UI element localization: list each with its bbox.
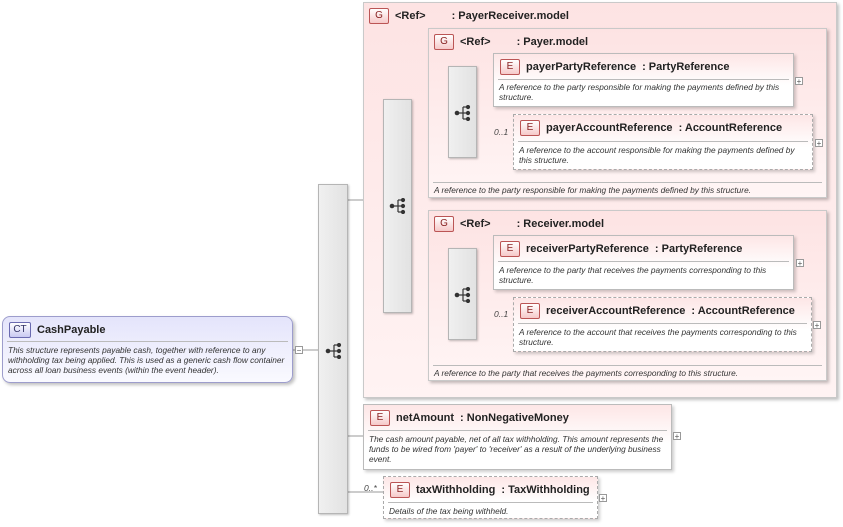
group-ref: <Ref> — [460, 218, 491, 230]
sequence-icon — [325, 343, 342, 359]
payer-sequence[interactable] — [448, 66, 477, 158]
element-payer-account-reference[interactable]: E payerAccountReference : AccountReferen… — [513, 114, 813, 170]
element-name: receiverPartyReference — [526, 243, 649, 255]
element-badge: E — [500, 59, 520, 75]
cardinality-label: 0..1 — [494, 127, 509, 137]
element-net-amount[interactable]: E netAmount : NonNegativeMoney The cash … — [363, 404, 672, 470]
expand-icon[interactable]: + — [796, 259, 804, 268]
element-doc: A reference to the party responsible for… — [499, 82, 780, 102]
group-ref: <Ref> — [395, 10, 426, 22]
element-doc: A reference to the party that receives t… — [499, 265, 767, 285]
element-type: : PartyReference — [654, 243, 743, 255]
element-tax-withholding[interactable]: E taxWithholding : TaxWithholding Detail… — [383, 476, 598, 519]
sequence-icon — [454, 287, 471, 303]
collapse-icon[interactable]: − — [295, 346, 303, 355]
expand-icon[interactable]: + — [795, 77, 803, 86]
separator — [7, 341, 288, 342]
payer-receiver-sequence[interactable] — [383, 99, 412, 313]
separator — [518, 141, 808, 142]
separator — [518, 323, 807, 324]
receiver-sequence[interactable] — [448, 248, 477, 340]
element-type: : AccountReference — [691, 305, 795, 317]
expand-icon[interactable]: + — [673, 432, 681, 441]
group-ref: <Ref> — [460, 36, 491, 48]
group-badge: G — [434, 34, 454, 50]
element-receiver-party-reference[interactable]: E receiverPartyReference : PartyReferenc… — [493, 235, 794, 290]
separator — [498, 79, 789, 80]
separator — [498, 261, 789, 262]
group-name: : Payer.model — [516, 36, 589, 48]
complex-type-badge: CT — [9, 322, 31, 338]
element-badge: E — [520, 120, 540, 136]
element-doc: A reference to the account that receives… — [519, 327, 797, 347]
element-badge: E — [520, 303, 540, 319]
group-badge: G — [434, 216, 454, 232]
group-doc: A reference to the party responsible for… — [434, 185, 751, 195]
element-type: : PartyReference — [642, 61, 730, 73]
complex-type-doc: This structure represents payable cash, … — [8, 345, 285, 375]
cardinality-label: 0..1 — [494, 309, 509, 319]
element-receiver-account-reference[interactable]: E receiverAccountReference : AccountRefe… — [513, 297, 812, 352]
element-type: : AccountReference — [678, 122, 783, 134]
element-name: receiverAccountReference — [546, 305, 686, 317]
separator — [368, 430, 667, 431]
complex-type-name: CashPayable — [37, 324, 106, 336]
element-badge: E — [500, 241, 520, 257]
element-doc: A reference to the account responsible f… — [519, 145, 795, 165]
cardinality-label: 0..* — [364, 483, 377, 493]
element-name: taxWithholding — [416, 484, 496, 496]
group-name: : PayerReceiver.model — [451, 10, 569, 22]
separator — [433, 182, 822, 183]
element-badge: E — [390, 482, 410, 498]
element-badge: E — [370, 410, 390, 426]
element-name: payerAccountReference — [546, 122, 673, 134]
sequence-icon — [389, 198, 406, 214]
group-doc: A reference to the party that receives t… — [434, 368, 739, 378]
element-name: payerPartyReference — [526, 61, 637, 73]
element-type: : TaxWithholding — [501, 484, 590, 496]
expand-icon[interactable]: + — [813, 321, 821, 330]
group-badge: G — [369, 8, 389, 24]
sequence-compositor[interactable] — [318, 184, 348, 514]
element-type: : NonNegativeMoney — [460, 412, 569, 424]
sequence-icon — [454, 105, 471, 121]
element-doc: Details of the tax being withheld. — [389, 506, 509, 516]
separator — [388, 502, 593, 503]
expand-icon[interactable]: + — [599, 494, 607, 503]
group-name: : Receiver.model — [516, 218, 605, 230]
element-name: netAmount — [396, 412, 455, 424]
element-payer-party-reference[interactable]: E payerPartyReference : PartyReference A… — [493, 53, 794, 107]
expand-icon[interactable]: + — [815, 139, 823, 148]
cashpayable-complex-type[interactable]: CT CashPayable This structure represents… — [2, 316, 293, 383]
element-doc: The cash amount payable, net of all tax … — [369, 434, 664, 464]
separator — [433, 365, 822, 366]
